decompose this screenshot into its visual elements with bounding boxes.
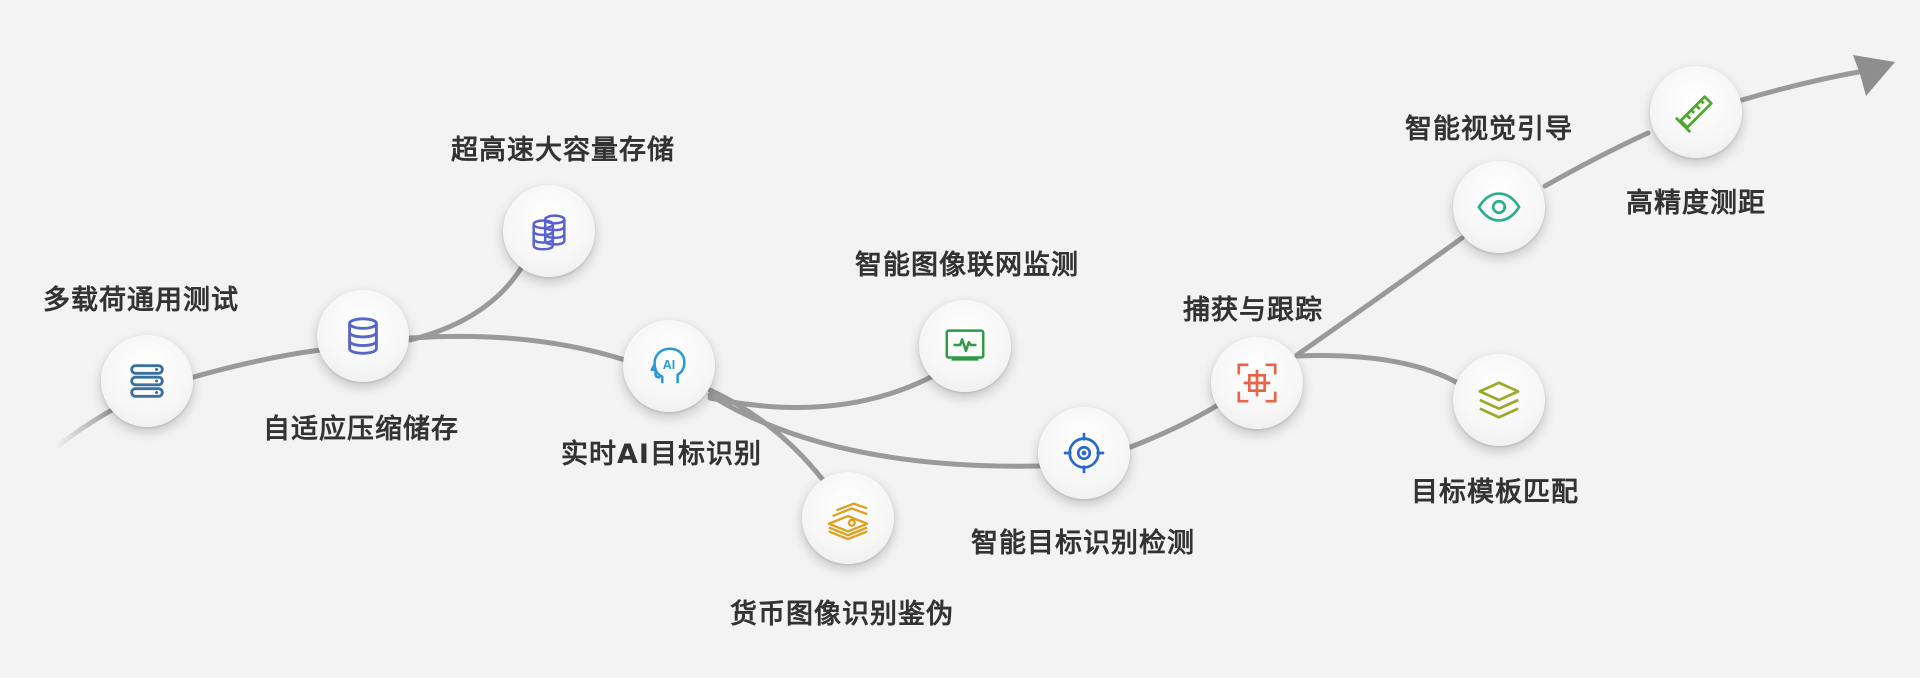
arrow-head	[1853, 55, 1895, 96]
label-image-network-monitoring: 智能图像联网监测	[855, 250, 1079, 281]
label-capture-tracking: 捕获与跟踪	[1183, 295, 1323, 326]
node-adaptive-compression-storage[interactable]	[317, 290, 409, 382]
label-template-matching: 目标模板匹配	[1411, 477, 1579, 508]
path-branch-template	[1294, 353, 1459, 385]
node-realtime-ai-recognition[interactable]: AI	[623, 320, 715, 412]
node-multi-payload-test[interactable]	[101, 335, 193, 427]
path-main-4	[1125, 402, 1221, 451]
node-image-network-monitoring[interactable]	[919, 300, 1011, 392]
path-end	[1739, 67, 1873, 103]
path-start	[52, 407, 115, 451]
svg-text:AI: AI	[663, 358, 675, 372]
label-realtime-ai-recognition: 实时AI目标识别	[561, 439, 762, 470]
eye-icon	[1477, 192, 1521, 222]
crosshair-icon	[1063, 432, 1105, 474]
ruler-icon	[1674, 95, 1713, 134]
label-visual-guidance: 智能视觉引导	[1405, 114, 1573, 145]
path-branch-storage	[407, 262, 526, 343]
node-precision-ranging[interactable]	[1650, 66, 1742, 158]
layers-icon	[1478, 381, 1520, 419]
label-currency-authentication: 货币图像识别鉴伪	[730, 599, 954, 630]
node-visual-guidance[interactable]	[1453, 161, 1545, 253]
path-branch-monitor	[707, 372, 938, 410]
focus-frame-icon	[1237, 363, 1277, 403]
database-stack-icon	[532, 214, 566, 251]
path-main-2	[407, 333, 628, 363]
node-currency-authentication[interactable]	[802, 472, 894, 564]
path-main-5	[1294, 235, 1465, 358]
label-multi-payload-test: 多载荷通用测试	[43, 285, 239, 316]
database-icon	[348, 317, 378, 355]
path-main-3	[707, 392, 1043, 469]
node-target-detection[interactable]	[1038, 407, 1130, 499]
label-target-detection: 智能目标识别检测	[971, 528, 1195, 559]
node-capture-tracking[interactable]	[1211, 337, 1303, 429]
path-main-1	[187, 347, 323, 381]
node-ultra-speed-mass-storage[interactable]	[503, 185, 595, 277]
money-stack-icon	[827, 502, 869, 541]
node-template-matching[interactable]	[1453, 354, 1545, 446]
label-ultra-speed-mass-storage: 超高速大容量存储	[451, 135, 675, 166]
server-icon	[130, 364, 164, 398]
label-adaptive-compression-storage: 自适应压缩储存	[263, 414, 459, 445]
label-precision-ranging: 高精度测距	[1626, 188, 1766, 219]
ai-head-icon: AI	[650, 347, 686, 384]
path-main-6	[1542, 130, 1651, 189]
monitor-pulse-icon	[945, 329, 985, 361]
